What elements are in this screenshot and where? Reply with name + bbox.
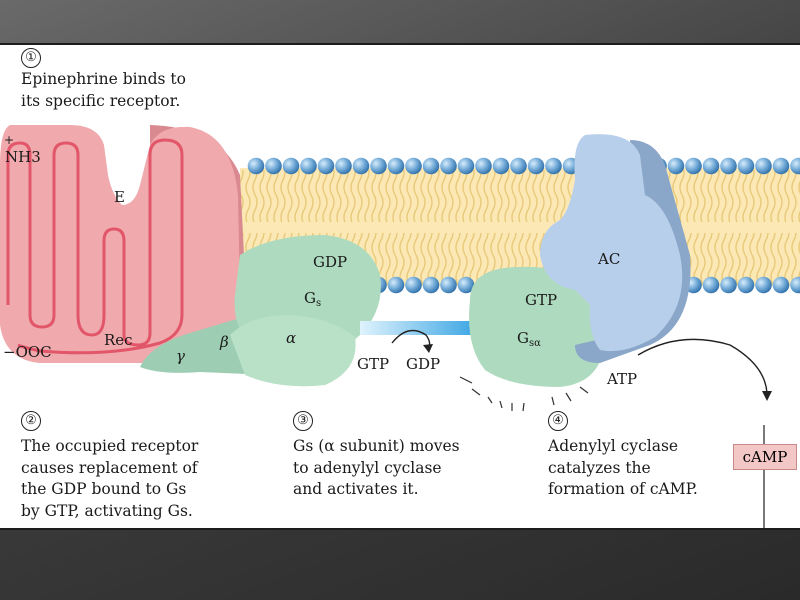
receptor-body: [0, 125, 240, 363]
atp-label: ATP: [607, 370, 638, 388]
step-1-caption: Epinephrine binds to its specific recept…: [21, 70, 186, 110]
lipid-tails-upper: [240, 170, 800, 222]
lipid-head: [685, 157, 702, 175]
lipid-head: [790, 157, 800, 175]
activation-tick: [551, 396, 555, 406]
alpha-label: α: [286, 329, 297, 347]
step-3-number: ③: [293, 411, 313, 431]
lipid-head: [282, 157, 300, 175]
top-frame-line: [0, 43, 800, 45]
lipid-head: [755, 157, 772, 175]
lipid-head: [772, 157, 790, 175]
activation-tick: [565, 392, 572, 402]
step-2-caption: The occupied receptor causes replacement…: [21, 437, 199, 520]
bottom-frame-line: [0, 528, 800, 530]
gamma-label: γ: [176, 347, 185, 365]
activation-tick: [459, 376, 473, 384]
gdp-out-label: GDP: [406, 355, 441, 373]
step-2-number: ②: [21, 411, 41, 431]
lipid-head: [737, 276, 755, 294]
lipid-head: [772, 276, 790, 294]
lipid-head: [510, 157, 527, 175]
lipid-head: [440, 157, 457, 175]
step-4-number: ④: [548, 411, 568, 431]
nh3-label: NH3: [5, 148, 41, 166]
activated-gsa: [469, 266, 604, 387]
lipid-head: [702, 157, 720, 175]
gs-label: Gs: [304, 289, 322, 309]
lipid-head: [370, 157, 387, 175]
atp-to-camp-arrowhead: [762, 391, 772, 401]
lipid-head: [422, 157, 440, 175]
lipid-head: [335, 157, 352, 175]
lipid-head: [457, 157, 475, 175]
lipid-head: [387, 276, 405, 294]
activation-tick: [579, 386, 589, 394]
lipid-head: [702, 276, 720, 294]
camp-label: cAMP: [733, 444, 797, 470]
lipid-head: [405, 157, 422, 175]
adenylyl-cyclase-label: AC: [598, 250, 621, 268]
diagram-slide: ① Epinephrine binds to its specific rece…: [0, 45, 800, 528]
activation-ticks: [459, 376, 589, 412]
lipid-head: [405, 276, 422, 294]
lipid-head: [527, 157, 545, 175]
signal-pathway-diagram: [0, 125, 800, 528]
activation-tick: [522, 402, 525, 412]
lipid-head: [737, 157, 755, 175]
lipid-head: [265, 157, 282, 175]
transport-arrow: [360, 313, 498, 343]
lipid-head: [422, 276, 440, 294]
nh3-charge: +: [4, 133, 15, 147]
lipid-head: [387, 157, 405, 175]
lipid-head: [720, 157, 737, 175]
activation-tick: [471, 388, 481, 396]
step-3-caption: Gs (α subunit) moves to adenylyl cyclase…: [293, 437, 460, 498]
lipid-head: [667, 157, 685, 175]
activation-tick: [487, 396, 493, 404]
activation-tick: [499, 400, 503, 409]
lipid-head: [475, 157, 492, 175]
gdp-bound-label: GDP: [313, 253, 348, 271]
step-4-caption: Adenylyl cyclase catalyzes the formation…: [548, 437, 698, 498]
gtp-in-label: GTP: [357, 355, 390, 373]
receptor-label: Rec: [104, 331, 133, 349]
ooc-label: −OOC: [3, 343, 52, 361]
lipid-head: [300, 157, 317, 175]
lipid-head: [457, 276, 475, 294]
adenylyl-cyclase: [540, 134, 683, 352]
lipid-head: [492, 157, 510, 175]
lipid-head: [247, 157, 265, 175]
lipid-head: [317, 157, 335, 175]
gtp-bound-label: GTP: [525, 291, 558, 309]
epinephrine-label: E: [114, 188, 125, 206]
beta-label: β: [220, 333, 229, 351]
gtp-exchange-arrowhead: [423, 344, 433, 353]
gprotein-alpha-front: [230, 315, 356, 387]
lipid-head: [755, 276, 772, 294]
step-1-number: ①: [21, 48, 41, 68]
lipid-head: [545, 157, 562, 175]
gsa-label: Gsα: [517, 329, 541, 349]
lipid-head: [790, 276, 800, 294]
lipid-head: [352, 157, 370, 175]
receptor-chain: [6, 138, 184, 355]
atp-to-camp-arrow: [637, 338, 768, 394]
lipid-head: [720, 276, 737, 294]
lipid-head: [440, 276, 457, 294]
